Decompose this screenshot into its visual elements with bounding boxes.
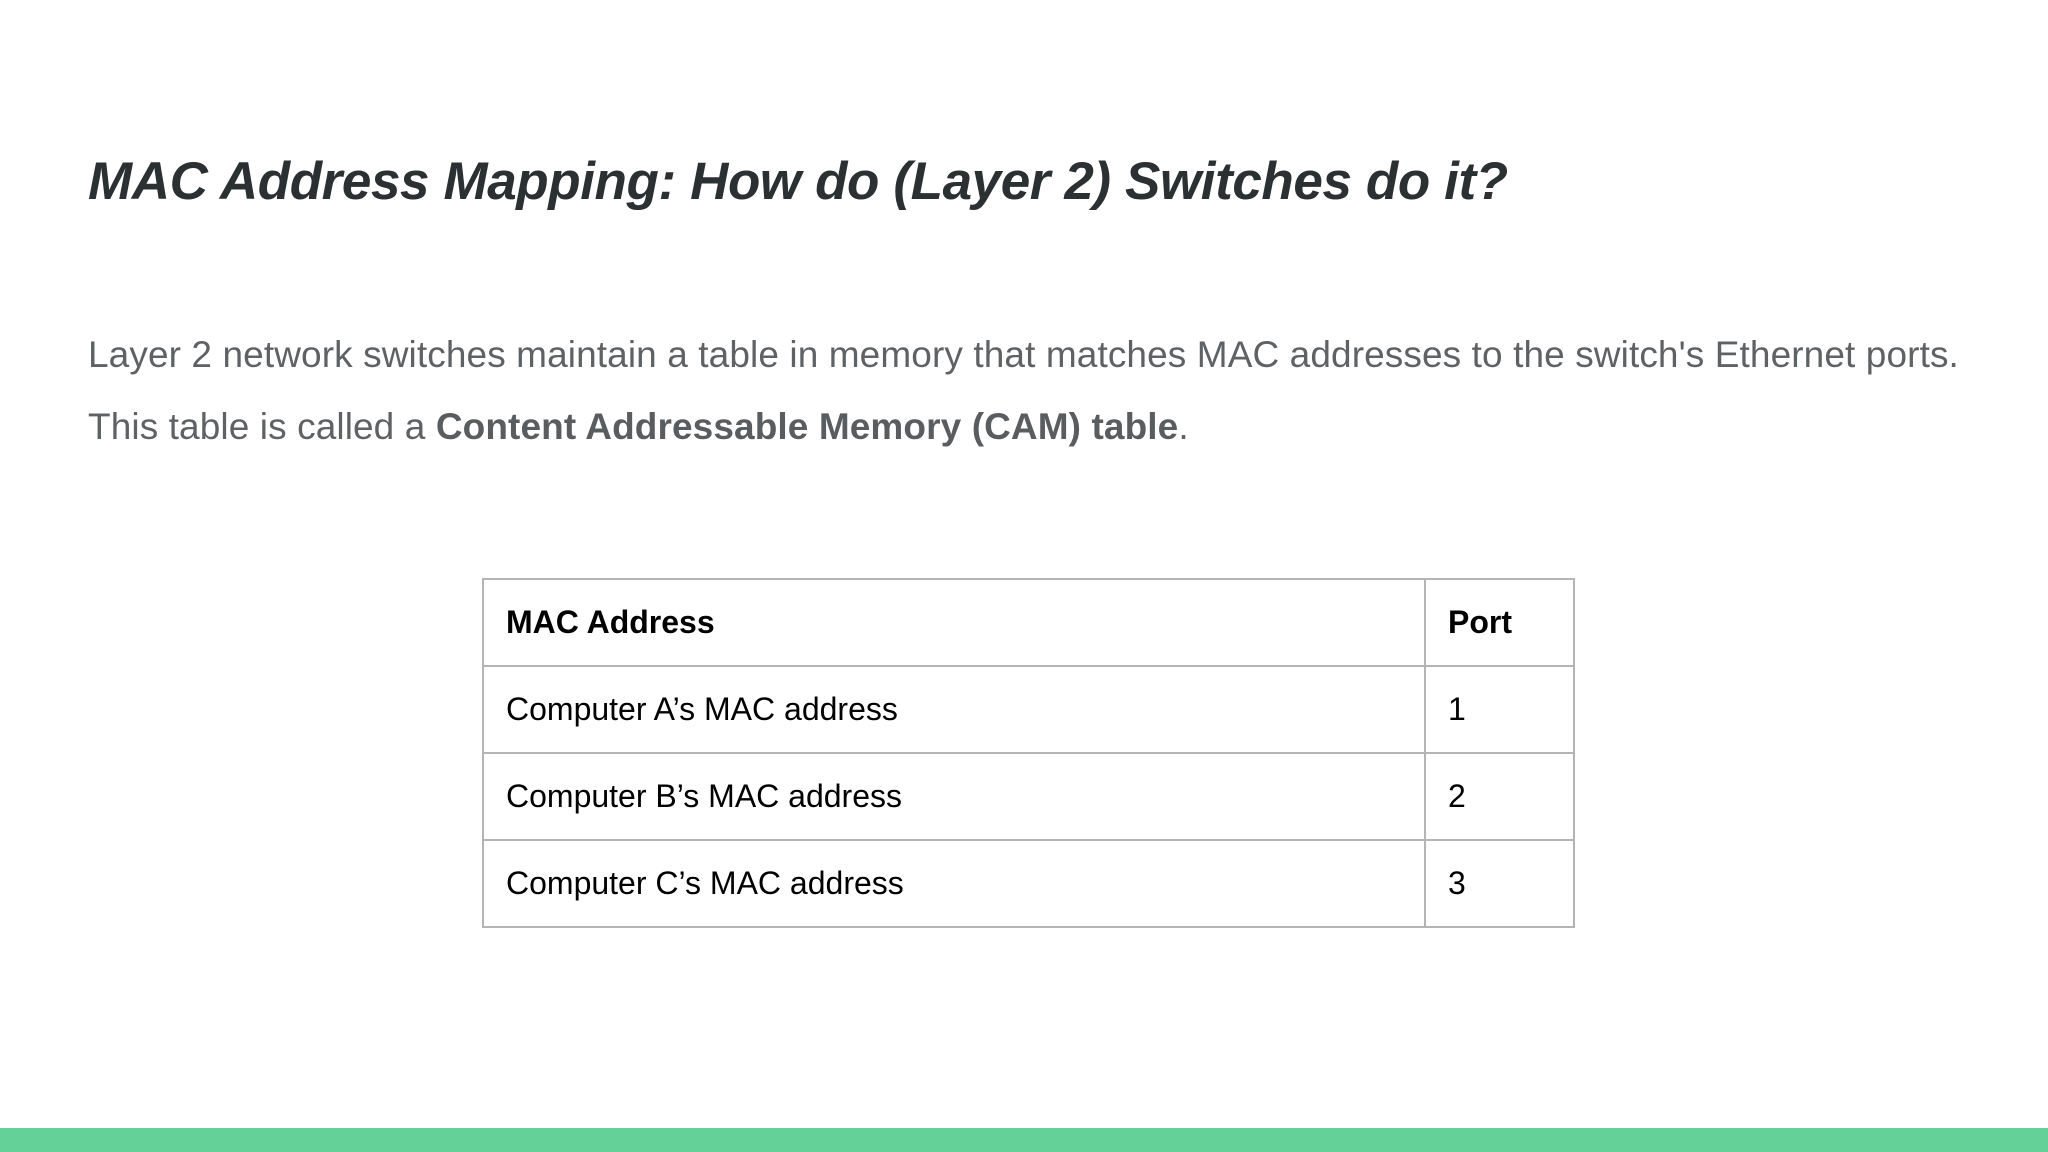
table-row: Computer C’s MAC address 3	[482, 839, 1575, 928]
bottom-accent-bar	[0, 1128, 2048, 1152]
body-paragraph: Layer 2 network switches maintain a tabl…	[88, 319, 1986, 463]
body-text-bold-term: Content Addressable Memory (CAM) table	[435, 406, 1179, 447]
cell-port: 2	[1424, 752, 1575, 841]
cam-table-body: Computer A’s MAC address 1 Computer B’s …	[482, 665, 1575, 928]
body-text-part-1: Layer 2 network switches maintain a tabl…	[88, 334, 1959, 447]
page-title: MAC Address Mapping: How do (Layer 2) Sw…	[88, 151, 1508, 211]
column-header-mac-address: MAC Address	[482, 578, 1426, 667]
body-text-part-2: .	[1178, 406, 1189, 447]
cam-table-head: MAC Address Port	[482, 578, 1575, 667]
table-header-row: MAC Address Port	[482, 578, 1575, 667]
cell-port: 1	[1424, 665, 1575, 754]
table-row: Computer B’s MAC address 2	[482, 752, 1575, 841]
cam-table-container: MAC Address Port Computer A’s MAC addres…	[482, 578, 1575, 928]
cell-mac-address: Computer B’s MAC address	[482, 752, 1426, 841]
column-header-port: Port	[1424, 578, 1575, 667]
table-row: Computer A’s MAC address 1	[482, 665, 1575, 754]
cell-mac-address: Computer C’s MAC address	[482, 839, 1426, 928]
cell-mac-address: Computer A’s MAC address	[482, 665, 1426, 754]
cell-port: 3	[1424, 839, 1575, 928]
cam-table: MAC Address Port Computer A’s MAC addres…	[482, 578, 1575, 928]
